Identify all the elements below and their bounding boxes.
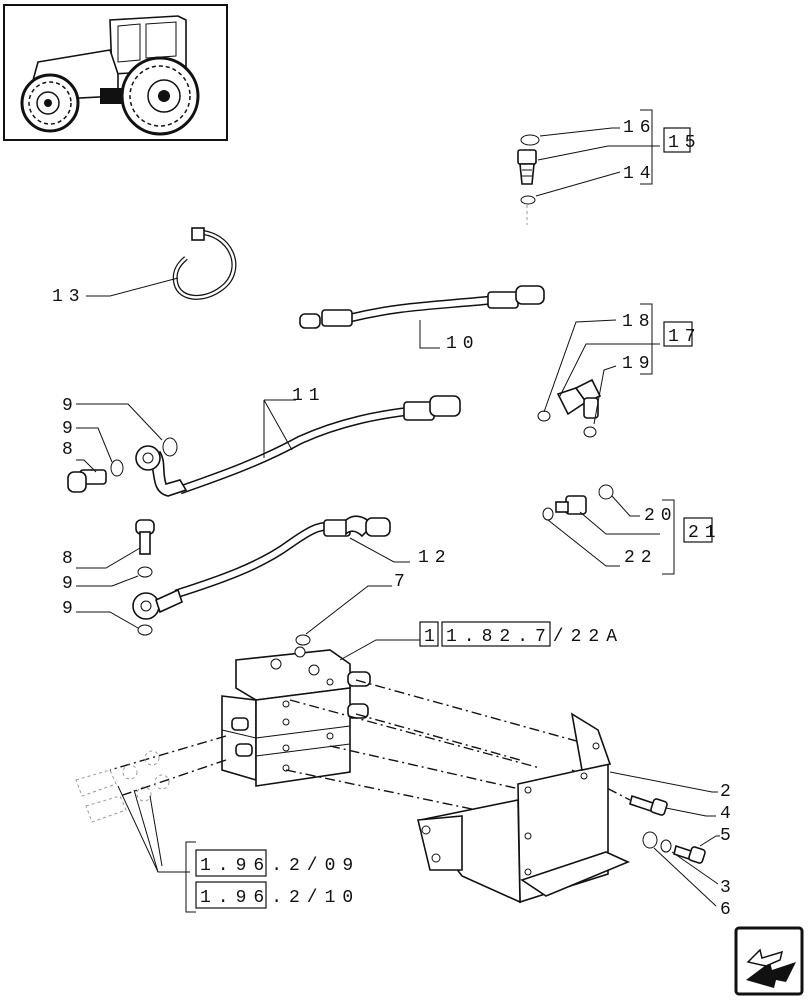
assembly-lines (109, 679, 631, 813)
callout-16: 16 (623, 118, 657, 138)
ref-text-1-96-10: 1.96.2/10 (200, 888, 360, 908)
callout-15: 15 (668, 133, 702, 153)
callout-9-b: 9 (62, 419, 79, 439)
arrow-next-icon[interactable] (734, 926, 804, 996)
callout-13: 13 (52, 287, 86, 307)
callout-4: 4 (720, 804, 737, 824)
valve-block (221, 585, 420, 787)
tractor-thumbnail (3, 4, 228, 141)
ref-link-1-96-2-10[interactable]: 1.96.2/10 (195, 881, 360, 909)
ref-link-1-82-7-22a[interactable]: 1 1.82.7/22A (419, 621, 624, 647)
straight-fitting (542, 484, 675, 575)
callout-5: 5 (720, 826, 737, 846)
callout-9-a: 9 (62, 396, 79, 416)
hose-10 (299, 285, 545, 349)
callout-7: 7 (394, 572, 411, 592)
callout-9-c: 9 (62, 574, 79, 594)
elbow-fitting (537, 303, 660, 438)
callout-8-b: 8 (62, 549, 79, 569)
ghost-fittings (75, 750, 190, 873)
ref-text-1-82: 1.82.7/22A (446, 627, 624, 647)
clamp-part (86, 227, 237, 300)
callout-11: 11 (292, 386, 326, 406)
ref-text-1-96-09: 1.96.2/09 (200, 856, 360, 876)
callouts: 16 15 14 13 10 18 17 19 11 9 9 8 20 21 2… (52, 118, 737, 920)
callout-6: 6 (720, 900, 737, 920)
callout-12: 12 (418, 548, 452, 568)
callout-10: 10 (446, 334, 480, 354)
callout-14: 14 (623, 164, 657, 184)
callout-20: 20 (644, 506, 678, 526)
sensor-assembly (517, 109, 660, 225)
callout-8-a: 8 (62, 440, 79, 460)
callout-21: 21 (688, 523, 722, 543)
callout-18: 18 (622, 312, 656, 332)
pipe-12 (76, 515, 410, 636)
ref-link-1-96-2-09[interactable]: 1.96.2/09 (195, 849, 360, 877)
callout-22: 22 (624, 548, 658, 568)
ref-prefix-1: 1 (424, 627, 442, 647)
callout-17: 17 (668, 327, 702, 347)
reference-brackets (185, 841, 196, 913)
bracket-part (417, 712, 718, 904)
callout-2: 2 (720, 782, 737, 802)
bolts-washers (629, 794, 720, 907)
callout-3: 3 (720, 878, 737, 898)
callout-9-d: 9 (62, 599, 79, 619)
callout-19: 19 (622, 354, 656, 374)
pipe-11 (67, 395, 461, 497)
